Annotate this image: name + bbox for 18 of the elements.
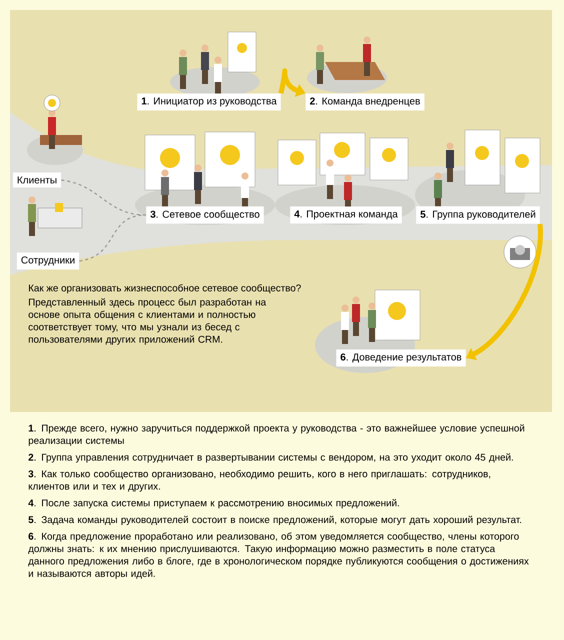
note-text: 6. Когда предложение проработано или реализовано, об этом уведомляется сообщество, члены которого должны знать: к их мнению прислушиваются. Такую информацию можно разместить в поле статуса данного предложения либо в блоге, где в хронологическом порядке публикуются сообщения о достижениях и называются авторы идей. bbox=[28, 532, 529, 579]
step-label: 1. Инициатор из руководства bbox=[137, 94, 281, 110]
note-text: 2. Группа управления сотрудничает в развертывании системы с вендором, на это уходит около 45 дней. bbox=[28, 453, 513, 463]
note-text: 1. Прежде всего, нужно заручиться поддержкой проекта у руководства - это важнейшее условие успешной реализации системы bbox=[28, 424, 524, 446]
note-text: 3. Как только сообщество организовано, необходимо решить, кого в него приглашать: сотрудников, клиентов или и тех и других. bbox=[28, 470, 490, 492]
step-label: 3. Сетевое сообщество bbox=[146, 206, 264, 224]
dashed-path bbox=[61, 179, 146, 216]
step-label: 6. Доведение результатов bbox=[336, 349, 466, 367]
dashed-path bbox=[79, 214, 146, 262]
note-text: 4. После запуска системы приступаем к рассмотрению вносимых предложений. bbox=[28, 499, 399, 508]
step-label: 5. Группа руководителей bbox=[416, 206, 540, 224]
step-label: 2. Команда внедренцев bbox=[306, 93, 424, 111]
group-label: Клиенты bbox=[12, 172, 62, 188]
intro-text: Представленный здесь процесс был разработан на основе опыта общения с клиентами и полностью соответствует тому, что мы узнали из бесед с пользователями других приложений CRM. bbox=[28, 298, 266, 345]
group-label: Сотрудники bbox=[16, 252, 80, 270]
note-text: 5. Задача команды руководителей состоит в поиске предложений, которые могут дать хороший результат. bbox=[28, 516, 522, 526]
step-label: 4. Проектная команда bbox=[290, 206, 402, 224]
intro-question: Как же организовать жизнеспособное сетевое сообщество? bbox=[29, 284, 301, 294]
